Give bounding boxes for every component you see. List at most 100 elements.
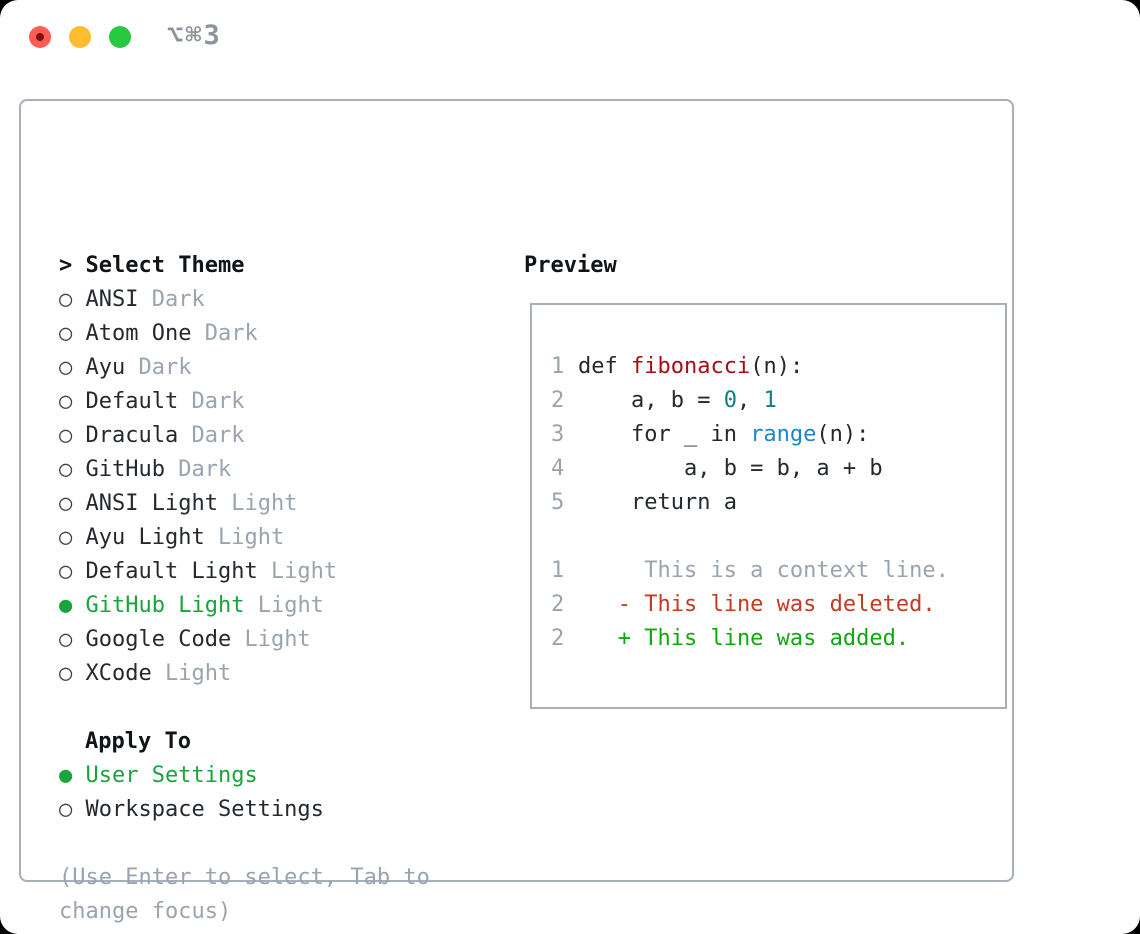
theme-option-xcode[interactable]: ○ XCode Light	[59, 657, 509, 691]
theme-variant-tag: Dark	[191, 423, 245, 448]
code-line: 5 return a	[551, 486, 1005, 520]
radio-unselected-icon: ○	[59, 525, 73, 550]
code-segment-num: 1	[763, 388, 777, 413]
code-line: 1 def fibonacci(n):	[551, 350, 1005, 384]
unsaved-dot-icon	[36, 33, 44, 41]
theme-name: XCode	[85, 661, 152, 686]
line-content: def fibonacci(n):	[578, 350, 803, 384]
theme-option-github-light[interactable]: ● GitHub Light Light	[59, 589, 509, 623]
theme-name: GitHub Light	[85, 593, 245, 618]
minimize-button[interactable]	[69, 26, 91, 48]
window-title: ⌥⌘3	[167, 20, 222, 51]
select-theme-title: Select Theme	[85, 253, 245, 278]
theme-option-default[interactable]: ○ Default Dark	[59, 385, 509, 419]
radio-unselected-icon: ○	[59, 355, 73, 380]
code-segment-code: return a	[578, 490, 737, 515]
zoom-button[interactable]	[109, 26, 131, 48]
theme-variant-tag: Light	[217, 525, 285, 550]
close-button[interactable]	[29, 26, 51, 48]
theme-variant-tag: Dark	[138, 355, 192, 380]
code-line: 4 a, b = b, a + b	[551, 452, 1005, 486]
theme-option-google-code[interactable]: ○ Google Code Light	[59, 623, 509, 657]
apply-option-user-settings[interactable]: ● User Settings	[59, 759, 509, 793]
code-segment-context: This is a context line.	[578, 558, 949, 583]
line-number: 3	[551, 422, 565, 447]
theme-name: ANSI Light	[85, 491, 218, 516]
code-line: 3 for _ in range(n):	[551, 418, 1005, 452]
line-content: a, b = 0, 1	[578, 384, 777, 418]
theme-name: GitHub	[85, 457, 165, 482]
select-theme-header: > Select Theme	[59, 249, 509, 283]
theme-name: ANSI	[85, 287, 139, 312]
theme-name: Ayu	[85, 355, 126, 380]
theme-option-dracula[interactable]: ○ Dracula Dark	[59, 419, 509, 453]
theme-variant-tag: Light	[244, 627, 311, 652]
theme-column: > Select Theme ○ ANSI Dark○ Atom One Dar…	[59, 249, 509, 929]
line-number: 1	[551, 354, 565, 379]
prompt-icon: >	[59, 253, 73, 278]
code-segment-code: ,	[736, 388, 764, 413]
code-line: 2 + This line was added.	[551, 622, 1005, 656]
apply-option-label: User Settings	[85, 763, 258, 788]
keyboard-hint: (Use Enter to select, Tab to change focu…	[59, 865, 430, 924]
theme-option-atom-one[interactable]: ○ Atom One Dark	[59, 317, 509, 351]
theme-variant-tag: Dark	[178, 457, 232, 482]
theme-name: Google Code	[85, 627, 232, 652]
line-content: return a	[578, 486, 737, 520]
radio-selected-icon: ●	[59, 763, 73, 788]
line-number: 4	[551, 456, 565, 481]
radio-unselected-icon: ○	[59, 491, 73, 516]
radio-unselected-icon: ○	[59, 457, 73, 482]
theme-option-github[interactable]: ○ GitHub Dark	[59, 453, 509, 487]
line-content: This is a context line.	[578, 554, 949, 588]
radio-unselected-icon: ○	[59, 559, 73, 584]
theme-name: Dracula	[85, 423, 179, 448]
theme-variant-tag: Light	[231, 491, 298, 516]
line-number: 5	[551, 490, 565, 515]
theme-variant-tag: Light	[257, 593, 324, 618]
theme-option-ansi-light[interactable]: ○ ANSI Light Light	[59, 487, 509, 521]
code-segment-func: fibonacci	[630, 354, 751, 379]
theme-option-ansi[interactable]: ○ ANSI Dark	[59, 283, 509, 317]
apply-option-workspace-settings[interactable]: ○ Workspace Settings	[59, 793, 509, 827]
line-content: + This line was added.	[578, 622, 909, 656]
theme-option-default-light[interactable]: ○ Default Light Light	[59, 555, 509, 589]
code-segment-builtin: range	[750, 422, 817, 447]
theme-list: ○ ANSI Dark○ Atom One Dark○ Ayu Dark○ De…	[59, 283, 509, 691]
code-segment-code: def	[578, 354, 631, 379]
code-segment-num: 0	[723, 388, 737, 413]
radio-unselected-icon: ○	[59, 423, 73, 448]
theme-option-ayu[interactable]: ○ Ayu Dark	[59, 351, 509, 385]
theme-variant-tag: Dark	[191, 389, 245, 414]
radio-unselected-icon: ○	[59, 661, 73, 686]
line-number: 2	[551, 388, 565, 413]
theme-option-ayu-light[interactable]: ○ Ayu Light Light	[59, 521, 509, 555]
preview-title: Preview	[524, 253, 617, 278]
theme-name: Ayu Light	[85, 525, 205, 550]
radio-unselected-icon: ○	[59, 389, 73, 414]
theme-variant-tag: Dark	[204, 321, 258, 346]
code-segment-code: (n):	[750, 354, 804, 379]
apply-to-list: ● User Settings○ Workspace Settings	[59, 759, 509, 827]
code-line	[551, 520, 1005, 554]
line-content: for _ in range(n):	[578, 418, 869, 452]
code-line: 2 - This line was deleted.	[551, 588, 1005, 622]
code-segment-added: + This line was added.	[578, 626, 910, 651]
code-segment-code: a, b = b, a + b	[578, 456, 883, 481]
theme-name: Atom One	[85, 321, 192, 346]
code-segment-deleted: - This line was deleted.	[578, 592, 936, 617]
line-number: 1	[551, 558, 565, 583]
spacer	[59, 827, 509, 861]
line-content: - This line was deleted.	[578, 588, 936, 622]
radio-unselected-icon: ○	[59, 287, 73, 312]
radio-selected-icon: ●	[59, 593, 73, 618]
code-line: 2 a, b = 0, 1	[551, 384, 1005, 418]
radio-unselected-icon: ○	[59, 321, 73, 346]
line-number: 2	[551, 592, 565, 617]
line-content: a, b = b, a + b	[578, 452, 883, 486]
code-segment-code: a, b =	[578, 388, 724, 413]
radio-unselected-icon: ○	[59, 797, 73, 822]
theme-name: Default	[85, 389, 179, 414]
